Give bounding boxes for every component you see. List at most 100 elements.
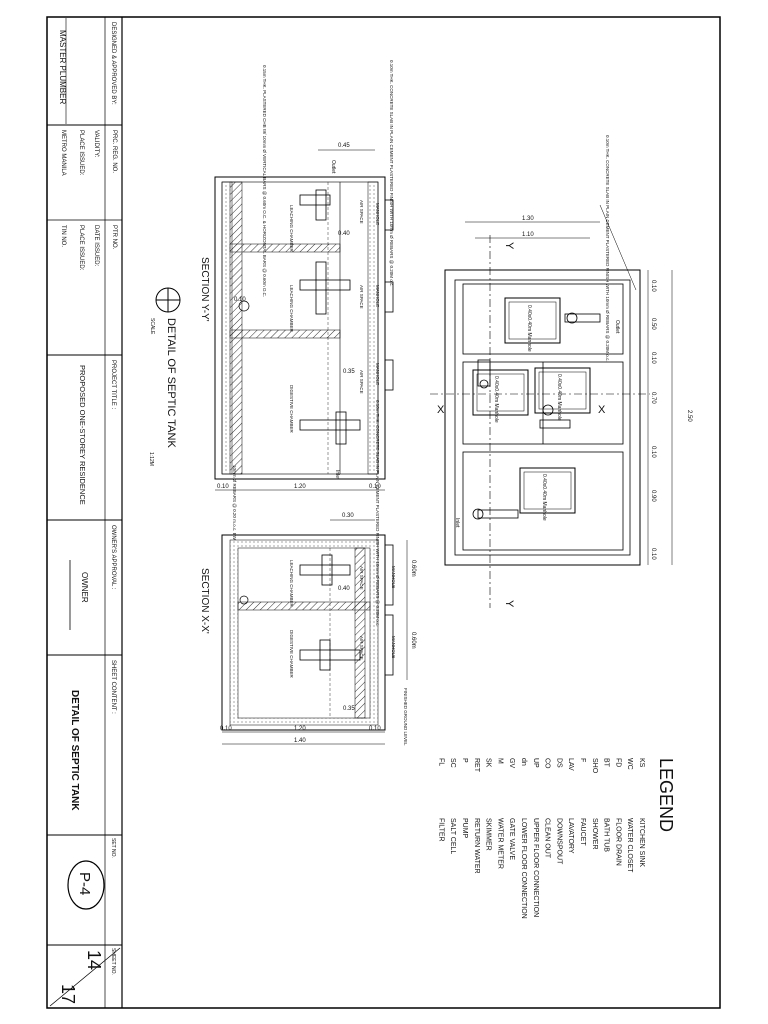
dim-yy-045: 0.45 bbox=[338, 143, 350, 149]
legend-code: SHO bbox=[591, 758, 598, 774]
sheet-content-label: SHEET CONTENT : bbox=[110, 660, 116, 714]
plan-x-right: X bbox=[598, 404, 606, 416]
dim-plan-010d: 0.10 bbox=[650, 548, 656, 560]
legend-code: CO bbox=[544, 758, 551, 769]
note-wall-chb: 0.15m THK. PLASTERED CHB W/ 10mm Ø VERTI… bbox=[262, 65, 267, 297]
legend-code: KS bbox=[638, 758, 645, 768]
dim-yy-010b: 0.10 bbox=[369, 484, 381, 490]
master-plumber: MASTER PLUMBER bbox=[58, 30, 67, 104]
legend-description: WATER METER bbox=[496, 818, 503, 869]
owner-label: OWNER'S APPROVAL : bbox=[110, 525, 116, 590]
dim-plan-130: 1.30 bbox=[522, 216, 534, 222]
xx-air-space-1: AIR SPACE bbox=[359, 566, 364, 590]
legend-code: F bbox=[579, 758, 586, 762]
dim-xx-060b: 0.60m bbox=[410, 632, 416, 649]
section-xx: MANHOLE MANHOLE AIR SPACE AIR SPACE LEAC… bbox=[199, 534, 416, 746]
yy-leaching-2: LEACHING CHAMBER bbox=[289, 285, 294, 333]
legend-description: WATER CLOSET bbox=[626, 818, 633, 873]
yy-inlet: Inlet bbox=[334, 470, 340, 480]
manhole-cover-text-4: 0.40x0.40m Manhole bbox=[541, 474, 547, 521]
xx-manhole-1: MANHOLE bbox=[391, 566, 396, 588]
legend-description: LOWER FLOOR CONNECTION bbox=[520, 818, 527, 919]
validity: VALIDITY: bbox=[93, 130, 99, 158]
detail-title: DETAIL OF SEPTIC TANK SCALE 1:12M bbox=[148, 287, 181, 466]
legend-code: P bbox=[461, 758, 468, 763]
septic-plan-view: 0.40x0.40m Manhole 0.40x0.40m Manhole 0.… bbox=[430, 135, 692, 608]
legend-description: GATE VALVE bbox=[508, 818, 515, 860]
project-title: PROPOSED ONE-STOREY RESIDENCE bbox=[78, 365, 87, 505]
dim-xx-035: 0.35 bbox=[343, 706, 355, 712]
dim-xx-120: 1.20 bbox=[294, 726, 306, 732]
legend-description: LAVATORY bbox=[567, 818, 574, 854]
yy-air-space-3: AIR SPACE bbox=[359, 370, 364, 394]
legend-description: BATH TUB bbox=[603, 818, 610, 852]
dim-xx-010a: 0.10 bbox=[220, 726, 232, 732]
manhole-plan-3 bbox=[534, 367, 591, 414]
dim-yy-010a: 0.10 bbox=[217, 484, 229, 490]
legend-code: RET bbox=[473, 758, 480, 773]
detail-title-text: DETAIL OF SEPTIC TANK bbox=[165, 318, 177, 448]
legend-code: dn bbox=[520, 758, 527, 766]
legend-code: GV bbox=[508, 758, 515, 768]
date-issued-1: DATE ISSUED: bbox=[93, 225, 99, 267]
legend-description: SALT CELL bbox=[449, 818, 456, 854]
legend-description: KITCHEN SINK bbox=[638, 818, 645, 867]
yy-manhole-3: MANHOLE bbox=[375, 363, 380, 385]
legend-code: SK bbox=[485, 758, 492, 768]
legend-code: UP bbox=[532, 758, 539, 768]
legend-description: SKIMMER bbox=[485, 818, 492, 851]
legend-description: FAUCET bbox=[579, 818, 586, 846]
legend-code: BT bbox=[603, 758, 610, 768]
note-slab-top: 0.10m THK. CONCRETE SLAB IN PLAIN CEMENT… bbox=[389, 60, 394, 286]
dim-plan-010a: 0.10 bbox=[650, 280, 656, 292]
dim-yy-030: 0.30 bbox=[342, 513, 354, 519]
xx-air-space-2: AIR SPACE bbox=[359, 636, 364, 660]
plan-inlet-label: Inlet bbox=[454, 518, 460, 528]
legend-code: LAV bbox=[567, 758, 574, 771]
xx-leaching: LEACHING CHAMBER bbox=[289, 560, 294, 608]
dim-plan-050: 0.50 bbox=[650, 318, 656, 330]
dim-plan-090: 0.90 bbox=[650, 490, 656, 502]
yy-outlet: Outlet bbox=[330, 160, 336, 174]
set-no-label: SET NO. bbox=[110, 838, 116, 858]
dim-yy-040: 0.40 bbox=[338, 231, 350, 237]
sheet-border bbox=[46, 16, 721, 1009]
section-yy-title: SECTION Y-Y' bbox=[199, 257, 210, 322]
dim-yy-035: 0.35 bbox=[343, 369, 355, 375]
yy-manhole-1: MANHOLE bbox=[375, 203, 380, 225]
legend-description: RETURN WATER bbox=[473, 818, 480, 874]
metro-manila: METRO MANILA bbox=[60, 130, 66, 176]
set-no-bubble bbox=[67, 860, 105, 910]
project-title-label: PROJECT TITLE : bbox=[110, 360, 116, 409]
legend-description: FILTER bbox=[437, 818, 444, 842]
legend-code: DS bbox=[555, 758, 562, 768]
dim-plan-250: 2.50 bbox=[686, 410, 692, 422]
ptr-no: PTR NO. bbox=[111, 225, 117, 250]
legend-description: CLEAN OUT bbox=[544, 818, 551, 859]
legend-description: DOWNSPOUT bbox=[555, 818, 562, 865]
note-rebars: 10mm Ø REBARS @ 0.20 m.o.c. BW bbox=[232, 465, 237, 541]
legend-code: M bbox=[496, 758, 503, 764]
dim-xx-060a: 0.60m bbox=[410, 560, 416, 577]
dim-plan-070: 0.70 bbox=[650, 392, 656, 404]
xx-manhole-2: MANHOLE bbox=[391, 636, 396, 658]
manhole-cover-text-2: 0.40x0.40m Manhole bbox=[493, 376, 499, 423]
note-slab-mid: 0.10m THK. CONCRETE SLAB IN PLAIN CEMENT… bbox=[375, 400, 380, 626]
set-no: P-4 bbox=[76, 872, 93, 895]
tin-no: TIN NO. bbox=[60, 225, 66, 247]
xx-digestive: DIGESTIVE CHAMBER bbox=[289, 630, 294, 679]
dim-plan-010c: 0.10 bbox=[650, 446, 656, 458]
plan-y-bottom: Y bbox=[503, 600, 515, 608]
sheet-no: 14 bbox=[84, 950, 104, 970]
title-block: DESIGNED & APPROVED BY: MASTER PLUMBER P… bbox=[47, 17, 123, 1008]
place-issued-1: PLACE ISSUED: bbox=[78, 130, 84, 176]
plan-x-left: X bbox=[437, 404, 445, 416]
scale-label: SCALE bbox=[149, 318, 155, 335]
legend-code: WC bbox=[626, 758, 633, 770]
manhole-plan-4 bbox=[519, 467, 576, 514]
scale-value: 1:12M bbox=[148, 452, 154, 466]
manhole-plan-1 bbox=[504, 297, 561, 344]
yy-digestive: DIGESTIVE CHAMBER bbox=[289, 385, 294, 434]
sheet-content: DETAIL OF SEPTIC TANK bbox=[69, 690, 80, 811]
